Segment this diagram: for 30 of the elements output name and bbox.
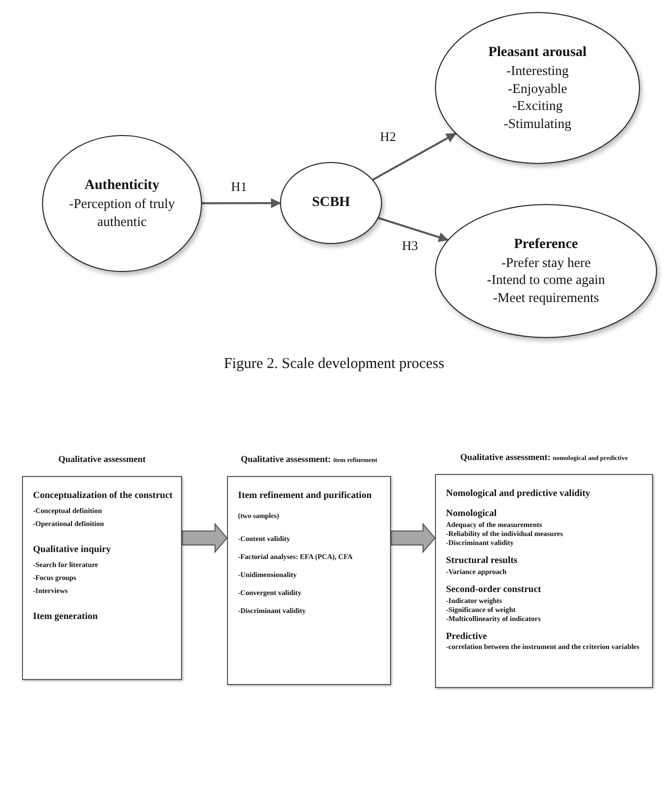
stage-heading: Qualitative assessment: $_{item refinement}$: [240, 454, 378, 466]
section-heading: Second-order construct: [446, 584, 542, 596]
section-heading: Predictive: [446, 632, 488, 644]
stage-heading: Qualitative assessment: $_{nomological and predictive}$: [459, 452, 629, 464]
arrow: [378, 217, 449, 242]
indicator-text: -Perception of truly authentic: [68, 195, 176, 230]
figure-caption: Figure 2. Scale development process: [222, 356, 446, 373]
stage-heading: Qualitative assessment: [57, 454, 147, 466]
section-heading: Item refinement and purification: [238, 491, 373, 503]
arrow: [372, 132, 456, 181]
indicator-text: -Stimulating: [504, 114, 572, 132]
construct-title: Pleasant arousal: [488, 44, 587, 62]
indicator-text: -Intend to come again: [486, 271, 606, 289]
construct-title: Authenticity: [84, 176, 160, 195]
construct-title: Preference: [514, 236, 578, 254]
section-heading: Conceptualization of the construct: [33, 491, 174, 503]
block-arrow: [390, 522, 436, 554]
indicator-text: -Meet requirements: [492, 288, 600, 306]
block-arrow: [182, 522, 228, 554]
arrow: [202, 198, 281, 208]
indicator-text: -Interesting: [506, 62, 569, 80]
indicator-text: -Prefer stay here: [501, 254, 591, 272]
section-heading: Nomological: [446, 508, 498, 521]
section-heading: Qualitative inquiry: [33, 544, 112, 557]
indicator-text: -Enjoyable: [508, 80, 568, 98]
indicator-text: -Exciting: [512, 97, 563, 115]
construct-title: SCBH: [312, 194, 350, 212]
section-heading: Nomological and predictive validity: [446, 489, 592, 501]
section-heading: Item generation: [33, 612, 99, 624]
section-heading: Structural results: [446, 556, 518, 568]
